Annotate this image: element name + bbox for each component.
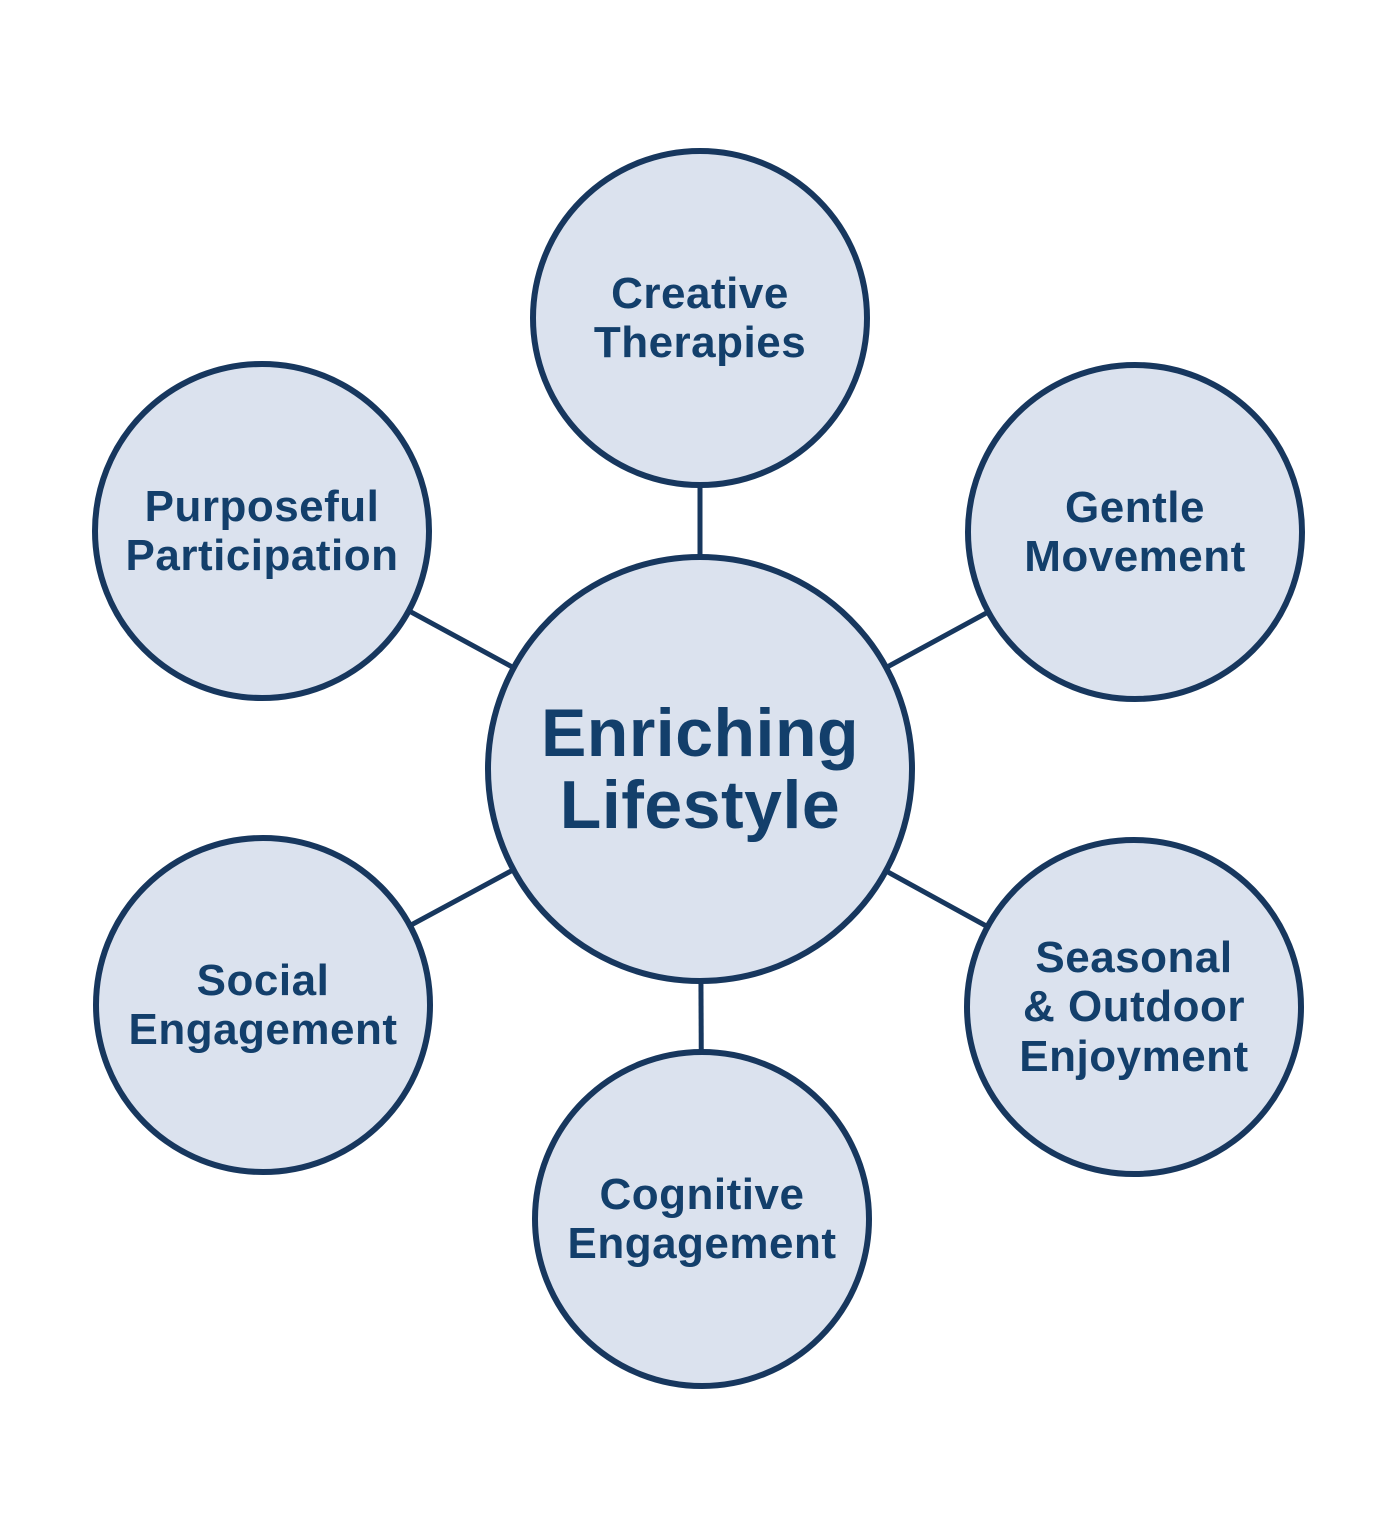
node-gentle-movement: Gentle Movement xyxy=(965,362,1305,702)
node-cognitive-engagement: Cognitive Engagement xyxy=(532,1049,872,1389)
node-label: Cognitive Engagement xyxy=(567,1169,837,1268)
node-creative-therapies: Creative Therapies xyxy=(530,148,870,488)
node-label: Social Engagement xyxy=(128,955,398,1054)
node-label: Gentle Movement xyxy=(1024,482,1246,581)
node-label: Purposeful Participation xyxy=(125,481,399,580)
node-purposeful-participation: Purposeful Participation xyxy=(92,361,432,701)
node-label: Seasonal & Outdoor Enjoyment xyxy=(1019,933,1249,1081)
hub-node-enriching-lifestyle: Enriching Lifestyle xyxy=(485,554,915,984)
node-social-engagement: Social Engagement xyxy=(93,835,433,1175)
node-label: Creative Therapies xyxy=(593,268,807,367)
hub-label: Enriching Lifestyle xyxy=(540,694,860,843)
node-seasonal-outdoor-enjoyment: Seasonal & Outdoor Enjoyment xyxy=(964,837,1304,1177)
